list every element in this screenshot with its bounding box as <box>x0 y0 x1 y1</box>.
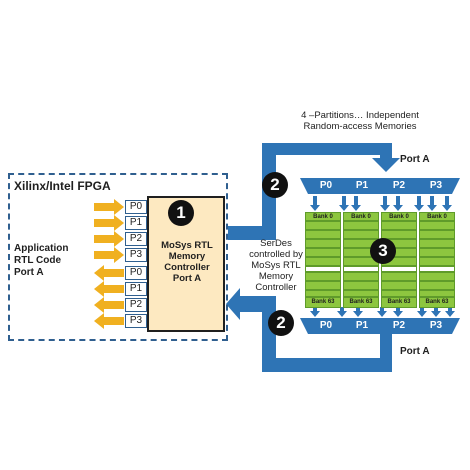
serdes-arrow-bottom <box>226 288 392 372</box>
bottom-bus-port-p0: P0 <box>319 320 333 331</box>
memory-controller-label: MoSys RTL Memory Controller Port A <box>149 240 225 284</box>
fpga-boundary <box>8 173 228 341</box>
bottom-bus-bar <box>300 318 460 334</box>
input-port-p2: P2 <box>125 232 147 246</box>
bank-column <box>419 212 455 308</box>
bank-top-label: Bank 0 <box>389 214 409 220</box>
application-label: Application RTL Code Port A <box>14 243 84 279</box>
bank-top-label: Bank 0 <box>313 214 333 220</box>
partitions-label-line: 4 –Partitions… Independent <box>301 110 419 121</box>
controller-label-line: Memory <box>168 251 206 262</box>
input-port-p1: P1 <box>125 216 147 230</box>
badge-2-top: 2 <box>262 172 288 198</box>
input-port-arrows <box>94 199 124 263</box>
output-port-p2: P2 <box>125 298 147 312</box>
top-port-a-label: Port A <box>400 154 430 165</box>
serdes-arrow-top <box>228 143 400 240</box>
application-label-line: RTL Code <box>14 255 62 266</box>
top-bus-bar <box>300 178 460 194</box>
output-port-arrows <box>94 265 124 329</box>
top-bus-port-p0: P0 <box>319 180 333 191</box>
badge-2-bottom: 2 <box>268 310 294 336</box>
bottom-port-a-label: Port A <box>400 346 430 357</box>
badge-3: 3 <box>370 238 396 264</box>
controller-label-line: MoSys RTL <box>161 240 213 251</box>
bank-column <box>381 212 417 308</box>
serdes-label-line: MoSys RTL <box>251 260 301 271</box>
fpga-title: Xilinx/Intel FPGA <box>14 179 111 193</box>
serdes-label: SerDes controlled by MoSys RTL Memory Co… <box>244 238 308 293</box>
top-bus-port-p3: P3 <box>429 180 443 191</box>
serdes-label-line: Controller <box>255 282 297 293</box>
bottom-bus-feed-arrows <box>310 307 455 317</box>
badge-1: 1 <box>168 200 194 226</box>
application-label-line: Application <box>14 243 69 254</box>
partitions-label-line: Random-access Memories <box>303 121 417 132</box>
application-label-line: Port A <box>14 267 44 278</box>
bottom-bus-port-p3: P3 <box>429 320 443 331</box>
bank-column <box>305 212 341 308</box>
bank-bottom-label: Bank 63 <box>311 299 335 305</box>
bank-bottom-label: Bank 63 <box>349 299 373 305</box>
bank-bottom-label: Bank 63 <box>387 299 411 305</box>
output-port-p1: P1 <box>125 282 147 296</box>
controller-label-line: Controller <box>164 262 210 273</box>
top-bus-port-p1: P1 <box>355 180 369 191</box>
top-bus-drop-arrows <box>310 196 452 211</box>
input-port-p3: P3 <box>125 248 147 262</box>
memory-controller-box <box>147 196 225 332</box>
bank-top-label: Bank 0 <box>427 214 447 220</box>
bank-bottom-label: Bank 63 <box>425 299 449 305</box>
serdes-label-line: SerDes <box>260 238 292 249</box>
bottom-bus-port-p1: P1 <box>355 320 369 331</box>
controller-label-line: Port A <box>172 273 202 284</box>
serdes-label-line: Memory <box>258 271 294 282</box>
output-port-p0: P0 <box>125 266 147 280</box>
top-bus-port-p2: P2 <box>392 180 406 191</box>
input-port-p0: P0 <box>125 200 147 214</box>
partitions-label: 4 –Partitions… Independent Random-access… <box>290 110 430 132</box>
bottom-bus-port-p2: P2 <box>392 320 406 331</box>
output-port-p3: P3 <box>125 314 147 328</box>
bank-top-label: Bank 0 <box>351 214 371 220</box>
serdes-label-line: controlled by <box>249 249 303 260</box>
